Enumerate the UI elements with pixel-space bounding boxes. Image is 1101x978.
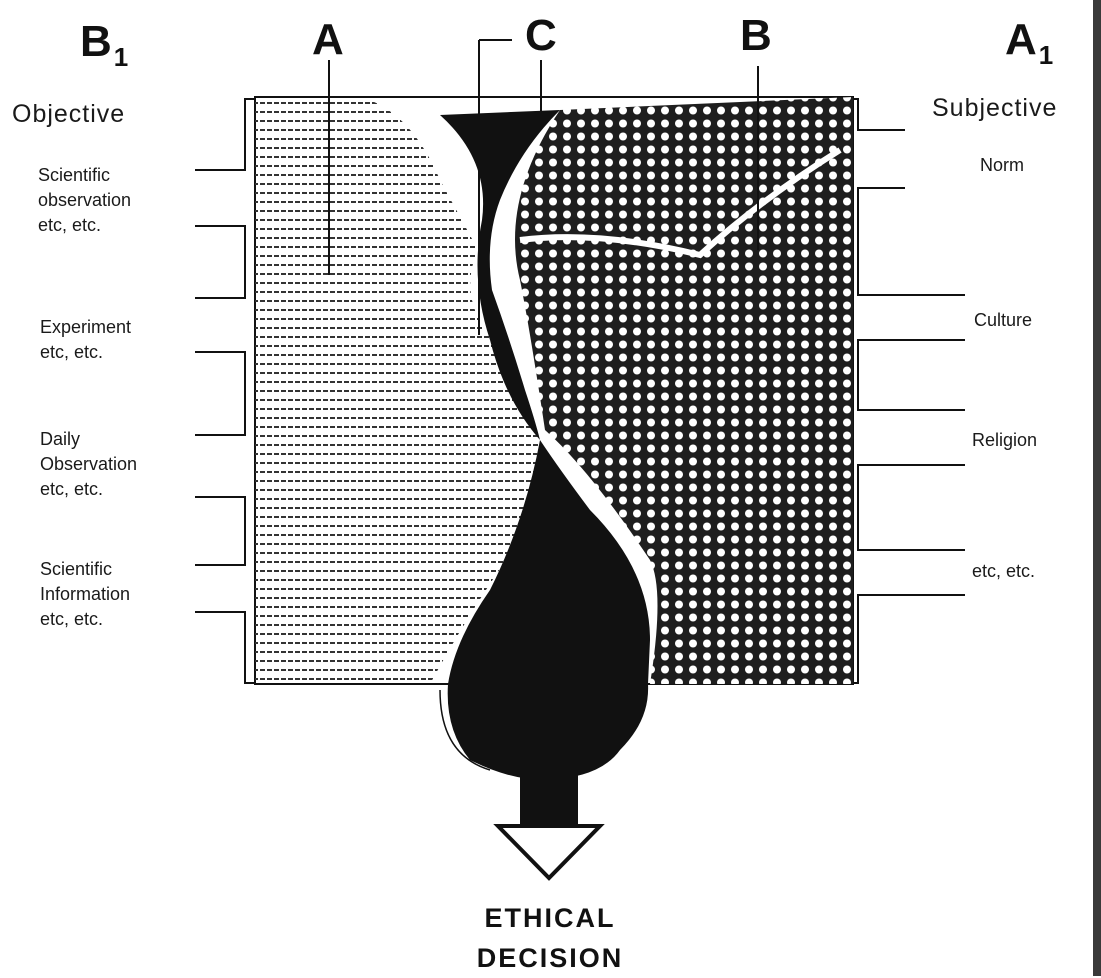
ethical-decision-label: ETHICAL DECISION xyxy=(440,898,660,978)
left-item-1: Scientific observation etc, etc. xyxy=(38,163,131,238)
arrow-head xyxy=(498,826,600,878)
label-a: A xyxy=(312,18,344,62)
arrow-shaft xyxy=(520,770,578,825)
objective-heading: Objective xyxy=(12,102,125,127)
right-item-3: Religion xyxy=(972,428,1037,453)
right-item-4: etc, etc. xyxy=(972,559,1035,584)
left-bracket-lines xyxy=(195,99,255,683)
label-b1: B1 xyxy=(80,20,128,79)
label-b: B xyxy=(740,14,772,58)
label-c: C xyxy=(525,14,557,58)
subjective-heading: Subjective xyxy=(932,96,1092,121)
scan-edge xyxy=(1093,0,1101,976)
left-item-3: Daily Observation etc, etc. xyxy=(40,427,137,502)
left-item-2: Experiment etc, etc. xyxy=(40,315,131,365)
left-item-4: Scientific Information etc, etc. xyxy=(40,557,130,632)
label-a1: A1 xyxy=(1005,18,1053,77)
right-item-2: Culture xyxy=(974,308,1032,333)
right-item-1: Norm xyxy=(980,153,1024,178)
right-bracket-lines xyxy=(853,99,965,683)
